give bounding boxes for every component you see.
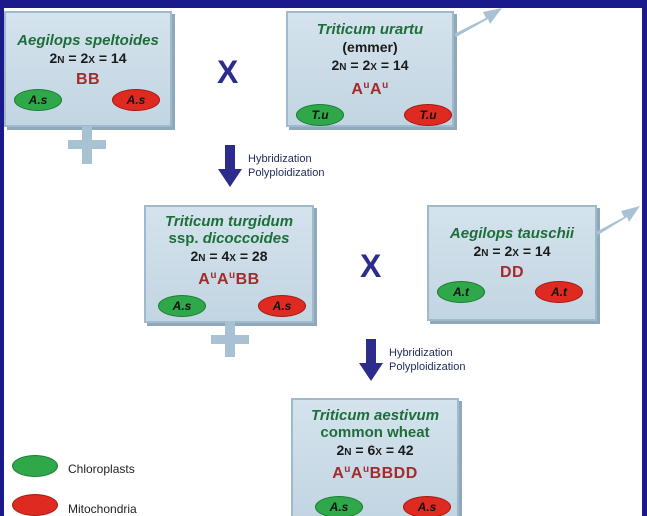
ploidy-formula: 2N = 2X = 14 [49,50,127,66]
mitochondria-oval: A.t [535,281,583,303]
cross-symbol-middle: X [360,248,382,284]
legend-chloroplast-swatch [12,455,58,477]
box-triticum-urartu: Triticum urartu (emmer) 2N = 2X = 14 AuA… [286,11,454,127]
chloroplast-oval: A.t [437,281,485,303]
box-aegilops-tauschii: Aegilops tauschii 2N = 2X = 14 DD A.t A.… [427,205,597,321]
species-name: Triticum urartu [316,21,424,38]
down-arrow-icon [359,339,383,381]
chloroplast-oval: A.s [158,295,206,317]
ploidy-formula: 2N = 2X = 14 [473,243,551,259]
chloroplast-oval: A.s [315,496,363,516]
down-arrow-icon [218,145,242,187]
box-aegilops-speltoides: Aegilops speltoides 2N = 2X = 14 BB A.s … [4,11,172,127]
diagonal-arrow-icon [454,8,502,37]
chloroplast-oval: T.u [296,104,344,126]
species-name: Aegilops speltoides [17,32,159,49]
cross-symbol-top: X [217,54,239,90]
ploidy-formula: 2N = 2X = 14 [331,57,409,73]
mitochondria-oval: T.u [404,104,452,126]
ploidy-formula: 2N = 6X = 42 [336,442,414,458]
genome-label: AuAu [351,80,389,99]
genome-label: AuAuBBDD [332,464,418,483]
mitochondria-oval: A.s [112,89,160,111]
subtitle: (emmer) [342,39,398,55]
chloroplast-oval: A.s [14,89,62,111]
genome-label: DD [499,264,525,281]
diagram-canvas: Aegilops speltoides 2N = 2X = 14 BB A.s … [4,8,642,516]
legend-mitochondria-label: Mitochondria [68,502,137,516]
diagonal-arrow-icon [596,206,640,235]
step1-label: Hybridization Polyploidization [248,153,325,179]
legend-chloroplasts-label: Chloroplasts [68,462,135,476]
ploidy-formula: 2N = 4X = 28 [190,248,268,264]
box-triticum-aestivum: Triticum aestivum common wheat 2N = 6X =… [291,398,459,516]
species-name: Triticum turgidum [164,213,294,230]
mitochondria-oval: A.s [258,295,306,317]
species-name: Triticum aestivum [310,407,440,424]
box-triticum-turgidum: Triticum turgidum ssp. dicoccoides 2N = … [144,205,314,323]
step2-label: Hybridization Polyploidization [389,347,466,373]
plus-connector-icon [211,321,249,357]
mitochondria-oval: A.s [403,496,451,516]
genome-label: BB [75,71,101,88]
common-name: common wheat [320,424,430,441]
legend-mitochondria-swatch [12,494,58,516]
plus-connector-icon [68,126,106,164]
genome-label: AuAuBB [198,270,260,289]
species-name: Aegilops tauschii [449,225,575,242]
subspecies-name: ssp. dicoccoides [168,230,290,247]
